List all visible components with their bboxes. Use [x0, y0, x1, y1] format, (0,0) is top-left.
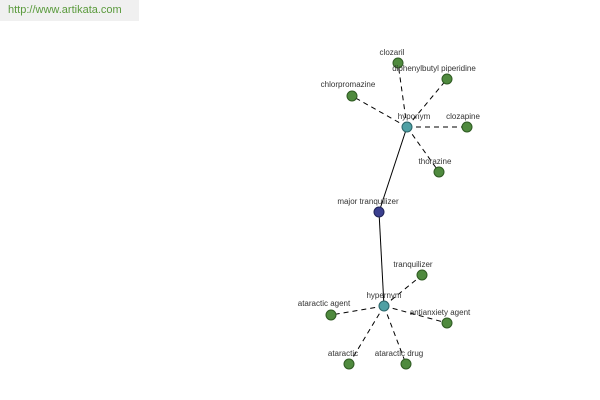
node-ataractic[interactable] — [343, 358, 355, 370]
node-clozapine[interactable] — [461, 121, 473, 133]
node-diphenylbutyl-piperidine[interactable] — [441, 73, 453, 85]
edge-center-hypernym — [378, 211, 385, 307]
node-ataractic-drug[interactable] — [400, 358, 412, 370]
edge-hyponym-chlorpromazine — [351, 95, 408, 128]
edge-hypernym-ataractic — [348, 305, 385, 365]
edge-hyponym-clozaril — [397, 62, 408, 128]
label-ataractic-agent: ataractic agent — [298, 299, 351, 308]
edges — [330, 62, 467, 365]
edge-hyponym-thorazine — [406, 126, 440, 173]
node-major-tranquilizer[interactable] — [373, 206, 385, 218]
node-hypernym[interactable] — [378, 300, 390, 312]
label-hypernym: hypernym — [366, 291, 401, 300]
node-chlorpromazine[interactable] — [346, 90, 358, 102]
label-tranquilizer: tranquilizer — [393, 260, 432, 269]
label-clozaril: clozaril — [380, 48, 405, 57]
label-ataractic: ataractic — [328, 349, 358, 358]
nodes — [325, 57, 473, 370]
node-ataractic-agent[interactable] — [325, 309, 337, 321]
label-clozapine: clozapine — [446, 112, 480, 121]
label-ataractic-drug: ataractic drug — [375, 349, 423, 358]
labels: major tranquilizer hyponym hypernym cloz… — [298, 48, 481, 358]
node-tranquilizer[interactable] — [416, 269, 428, 281]
label-thorazine: thorazine — [419, 157, 452, 166]
edge-hypernym-antianxiety-agent — [383, 305, 448, 324]
node-antianxiety-agent[interactable] — [441, 317, 453, 329]
node-thorazine[interactable] — [433, 166, 445, 178]
label-diphenylbutyl-piperidine: diphenylbutyl piperidine — [392, 64, 476, 73]
node-clozaril[interactable] — [392, 57, 404, 69]
edge-hypernym-ataractic-drug — [383, 305, 407, 365]
label-chlorpromazine: chlorpromazine — [321, 80, 376, 89]
edge-center-hyponym — [378, 126, 408, 213]
source-link[interactable]: http://www.artikata.com — [0, 0, 139, 21]
edge-hypernym-tranquilizer — [383, 274, 423, 307]
label-major-tranquilizer: major tranquilizer — [337, 197, 399, 206]
node-hyponym[interactable] — [401, 121, 413, 133]
edge-hyponym-diphenylbutyl-piperidine — [406, 78, 448, 128]
label-hyponym: hyponym — [398, 112, 431, 121]
label-antianxiety-agent: antianxiety agent — [410, 308, 471, 317]
